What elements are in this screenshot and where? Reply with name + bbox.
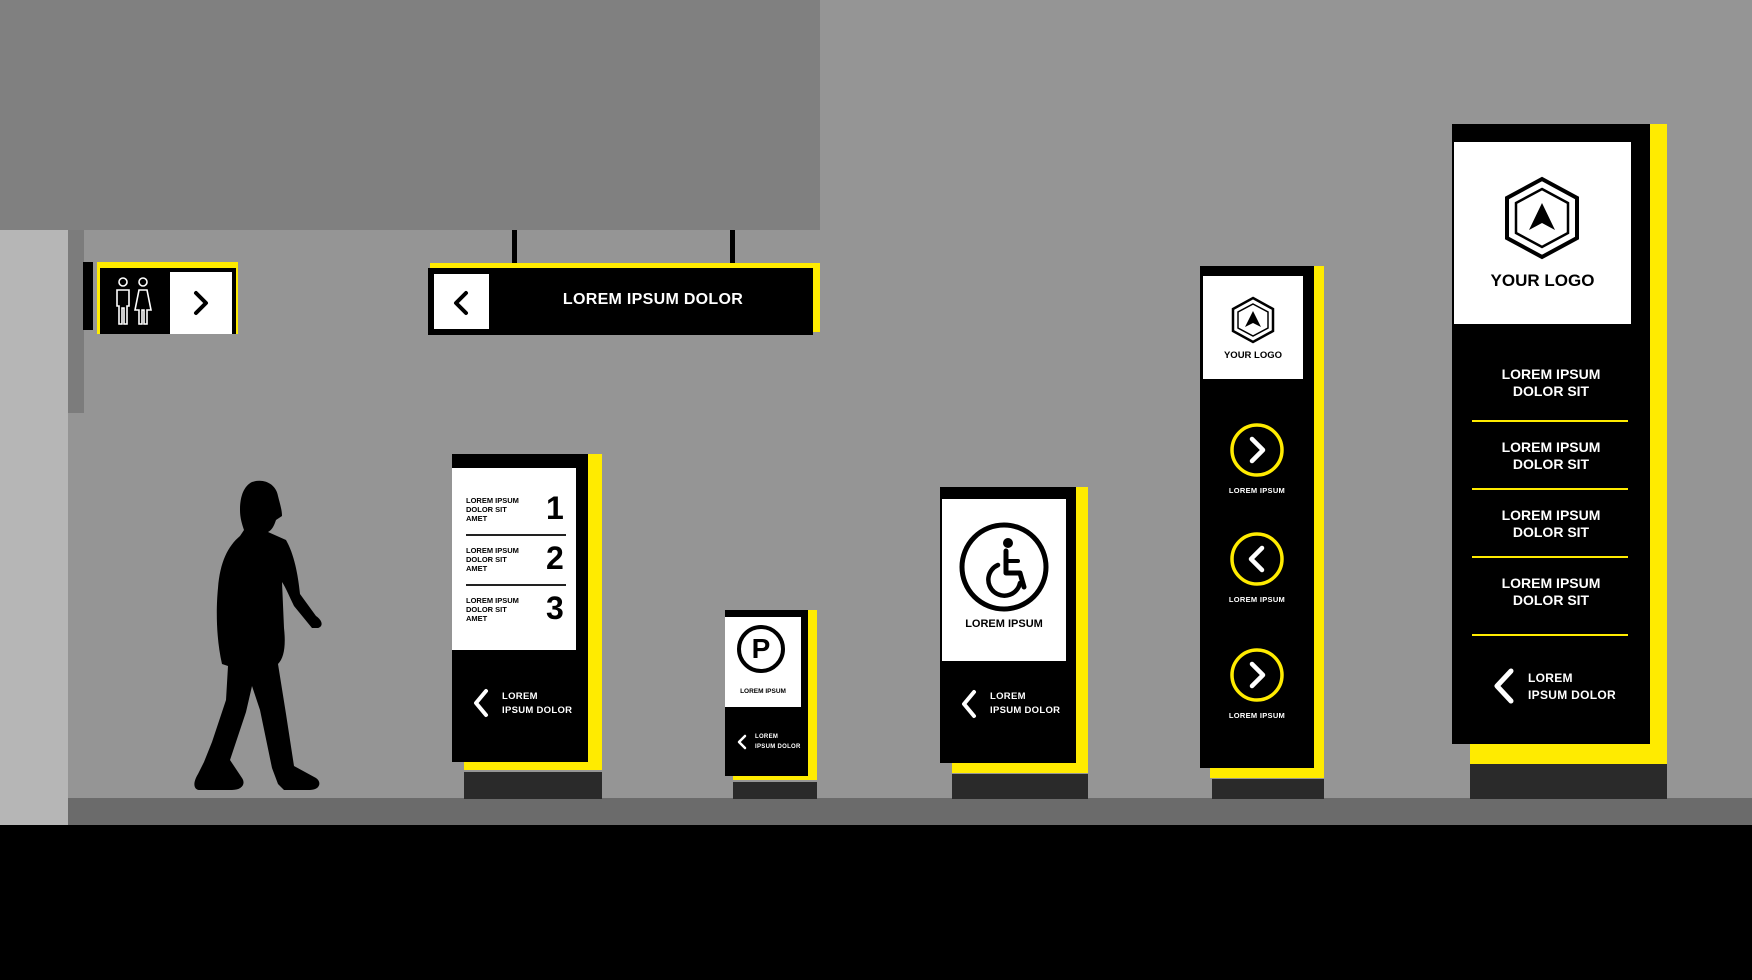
chevron-left-icon — [962, 690, 976, 718]
accessibility-base — [952, 774, 1088, 799]
tall-tower-divider — [1472, 556, 1628, 558]
row-text-3: AMET — [466, 614, 488, 623]
row-text-3: AMET — [466, 514, 488, 523]
tall-tower-logo-panel — [1454, 142, 1631, 324]
tall-tower-base — [1470, 764, 1667, 799]
row-text-1: LOREM IPSUM — [466, 546, 519, 555]
medium-tower-item-label: LOREM IPSUM — [1228, 711, 1286, 720]
row-text-3: AMET — [466, 564, 488, 573]
accessibility-caption: LOREM IPSUM — [965, 618, 1043, 630]
tall-tower-item-line2: DOLOR SIT — [1512, 524, 1590, 540]
floor — [0, 825, 1752, 980]
tall-tower-divider — [1472, 488, 1628, 490]
directory-footer-line1: LOREM — [502, 691, 538, 702]
hanger-rod-left — [512, 230, 517, 263]
medium-tower-logo-panel — [1203, 276, 1303, 379]
row-number: 3 — [546, 590, 564, 626]
restroom-icon — [116, 277, 152, 325]
restroom-sign — [83, 262, 238, 334]
parking-sign: P LOREM IPSUM LOREM IPSUM DOLOR — [725, 610, 817, 799]
medium-tower-item-label: LOREM IPSUM — [1228, 486, 1286, 495]
medium-tower-item-label: LOREM IPSUM — [1228, 595, 1286, 604]
row-text-2: DOLOR SIT — [466, 555, 507, 564]
tall-tower-footer-line1: LOREM — [1528, 671, 1573, 685]
hanging-sign-face — [428, 268, 813, 335]
row-divider — [466, 584, 566, 586]
tall-tower-footer-line2: IPSUM DOLOR — [1528, 688, 1616, 702]
tall-tower-item-line1: LOREM IPSUM — [1501, 507, 1601, 523]
pillar-side — [0, 230, 68, 825]
row-text-2: DOLOR SIT — [466, 505, 507, 514]
parking-base — [733, 782, 817, 799]
pillar-dark — [68, 230, 84, 413]
row-divider — [466, 534, 566, 536]
tall-tower-logo-text: YOUR LOGO — [1490, 271, 1595, 290]
directory-footer-line2: IPSUM DOLOR — [502, 705, 573, 716]
tall-tower-item: LOREM IPSUM DOLOR SIT — [1452, 439, 1650, 475]
hanger-rod-right — [730, 230, 735, 263]
tall-tower-item: LOREM IPSUM DOLOR SIT — [1452, 575, 1650, 611]
tall-tower-item-line1: LOREM IPSUM — [1501, 575, 1601, 591]
tall-tower-item: LOREM IPSUM DOLOR SIT — [1452, 366, 1650, 402]
chevron-right-icon — [1230, 423, 1284, 477]
directory-row: LOREM IPSUM DOLOR SIT AMET 3 — [466, 590, 566, 636]
wheelchair-icon — [959, 522, 1049, 612]
directory-panel — [452, 468, 576, 650]
row-text-1: LOREM IPSUM — [466, 596, 519, 605]
tall-tower-item: LOREM IPSUM DOLOR SIT — [1452, 507, 1650, 543]
restroom-sign-back — [83, 262, 93, 330]
hanging-sign-label: LOREM IPSUM DOLOR — [562, 291, 744, 308]
chevron-left-icon — [1494, 668, 1514, 704]
parking-icon: P — [737, 625, 785, 673]
tall-tower-item-line1: LOREM IPSUM — [1501, 366, 1601, 382]
medium-tower-base — [1212, 779, 1324, 799]
row-text-1: LOREM IPSUM — [466, 496, 519, 505]
ceiling-block — [0, 0, 820, 230]
parking-footer-line1: LOREM — [755, 734, 779, 740]
hanging-sign: LOREM IPSUM DOLOR — [428, 230, 820, 335]
accessibility-footer-line1: LOREM — [990, 691, 1026, 702]
medium-tower-logo-text: YOUR LOGO — [1223, 350, 1283, 361]
chevron-right-icon — [194, 291, 208, 315]
parking-footer-line2: IPSUM DOLOR — [755, 744, 801, 750]
directory-row: LOREM IPSUM DOLOR SIT AMET 1 — [466, 490, 566, 536]
medium-tower: YOUR LOGO LOREM IPSUM LOREM IPSUM LOREM … — [1200, 266, 1324, 799]
tall-tower: YOUR LOGO LOREM IPSUM DOLOR SIT LOREM IP… — [1452, 124, 1667, 799]
walking-person-icon — [194, 480, 322, 790]
tall-tower-divider — [1472, 634, 1628, 636]
tall-tower-item-line2: DOLOR SIT — [1512, 592, 1590, 608]
hanging-sign-arrow-panel — [434, 274, 489, 329]
accessibility-footer-line2: IPSUM DOLOR — [990, 705, 1061, 716]
chevron-left-icon — [737, 734, 747, 750]
directory-totem: LOREM IPSUM DOLOR SIT AMET 1 LOREM IPSUM… — [452, 454, 602, 799]
restroom-sign-arrow-panel — [170, 272, 232, 334]
directory-base — [464, 772, 602, 799]
chevron-left-icon — [474, 689, 488, 717]
row-number: 1 — [546, 490, 564, 526]
hexagon-logo-icon — [1231, 296, 1275, 344]
chevron-left-icon — [454, 291, 468, 315]
row-text-2: DOLOR SIT — [466, 605, 507, 614]
tall-tower-item-line2: DOLOR SIT — [1512, 456, 1590, 472]
chevron-right-icon — [1230, 648, 1284, 702]
accessibility-sign: LOREM IPSUM LOREM IPSUM DOLOR — [940, 487, 1088, 799]
tall-tower-divider — [1472, 420, 1628, 422]
chevron-left-icon — [1230, 532, 1284, 586]
tall-tower-item-line2: DOLOR SIT — [1512, 383, 1590, 399]
row-number: 2 — [546, 540, 564, 576]
directory-row: LOREM IPSUM DOLOR SIT AMET 2 — [466, 540, 566, 586]
tall-tower-item-line1: LOREM IPSUM — [1501, 439, 1601, 455]
hexagon-logo-icon — [1505, 176, 1579, 260]
floor-ledge — [68, 798, 1752, 825]
parking-caption: LOREM IPSUM — [740, 688, 786, 695]
